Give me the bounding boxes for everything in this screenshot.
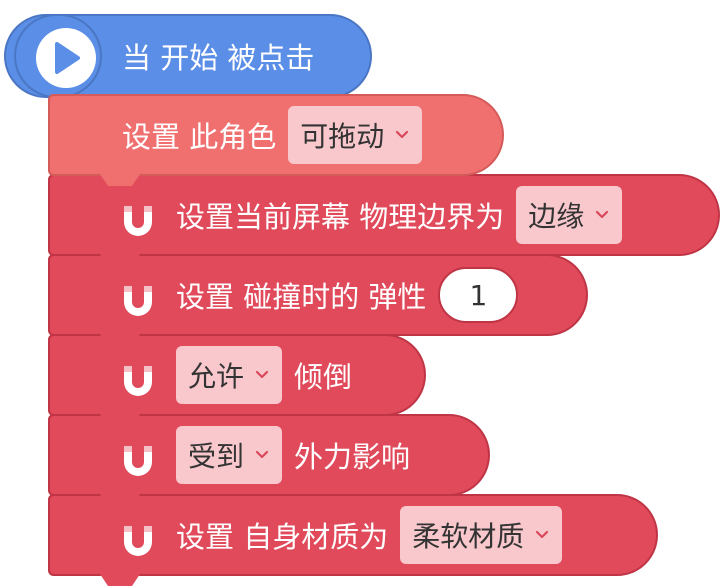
chevron-down-icon (255, 450, 269, 459)
dropdown-value: 柔软材质 (412, 520, 525, 553)
magnet-icon (124, 206, 152, 236)
dropdown-value: 受到 (188, 440, 245, 473)
affected-by-external-force-block[interactable]: 受到 外力影响 (48, 414, 490, 506)
dropdown-value: 可拖动 (300, 120, 385, 153)
hat-bump (14, 14, 102, 98)
when-start-clicked-block[interactable]: 当 开始 被点击 (4, 14, 372, 108)
block-tab (100, 174, 140, 186)
block-label: 设置 此角色 (122, 120, 277, 154)
chevron-down-icon (255, 370, 269, 379)
chevron-down-icon (596, 210, 609, 219)
block-label: 外力影响 (294, 440, 411, 474)
block-label: 设置 自身材质为 (176, 520, 389, 554)
block-tab (100, 414, 140, 426)
draggable-dropdown[interactable]: 可拖动 (288, 106, 423, 164)
set-collision-bounce-block[interactable]: 设置 碰撞时的 弹性 1 (48, 254, 588, 346)
bounce-value-input[interactable]: 1 (438, 267, 519, 323)
block-label: 设置当前屏幕 物理边界为 (176, 200, 505, 234)
magnet-icon (124, 286, 152, 316)
allow-dropdown[interactable]: 允许 (176, 346, 283, 404)
set-sprite-draggable-block[interactable]: 设置 此角色 可拖动 (48, 94, 504, 186)
block-tab (100, 334, 140, 346)
hat-label: 当 开始 被点击 (122, 41, 315, 75)
dropdown-value: 边缘 (528, 200, 585, 233)
chevron-down-icon (396, 130, 409, 139)
dropdown-value: 允许 (188, 360, 245, 393)
boundary-dropdown[interactable]: 边缘 (516, 186, 623, 244)
set-self-material-block[interactable]: 设置 自身材质为 柔软材质 (48, 494, 658, 586)
block-tab (100, 494, 140, 506)
chevron-down-icon (536, 530, 549, 539)
material-dropdown[interactable]: 柔软材质 (400, 506, 563, 564)
block-tab (100, 254, 140, 266)
magnet-icon (124, 446, 152, 476)
magnet-icon (124, 526, 152, 556)
affected-dropdown[interactable]: 受到 (176, 426, 283, 484)
block-label: 设置 碰撞时的 弹性 (176, 280, 427, 314)
block-label: 倾倒 (294, 360, 353, 394)
block-tab (100, 574, 140, 586)
magnet-icon (124, 366, 152, 396)
play-icon (36, 28, 96, 88)
set-screen-physics-boundary-block[interactable]: 设置当前屏幕 物理边界为 边缘 (48, 174, 720, 266)
